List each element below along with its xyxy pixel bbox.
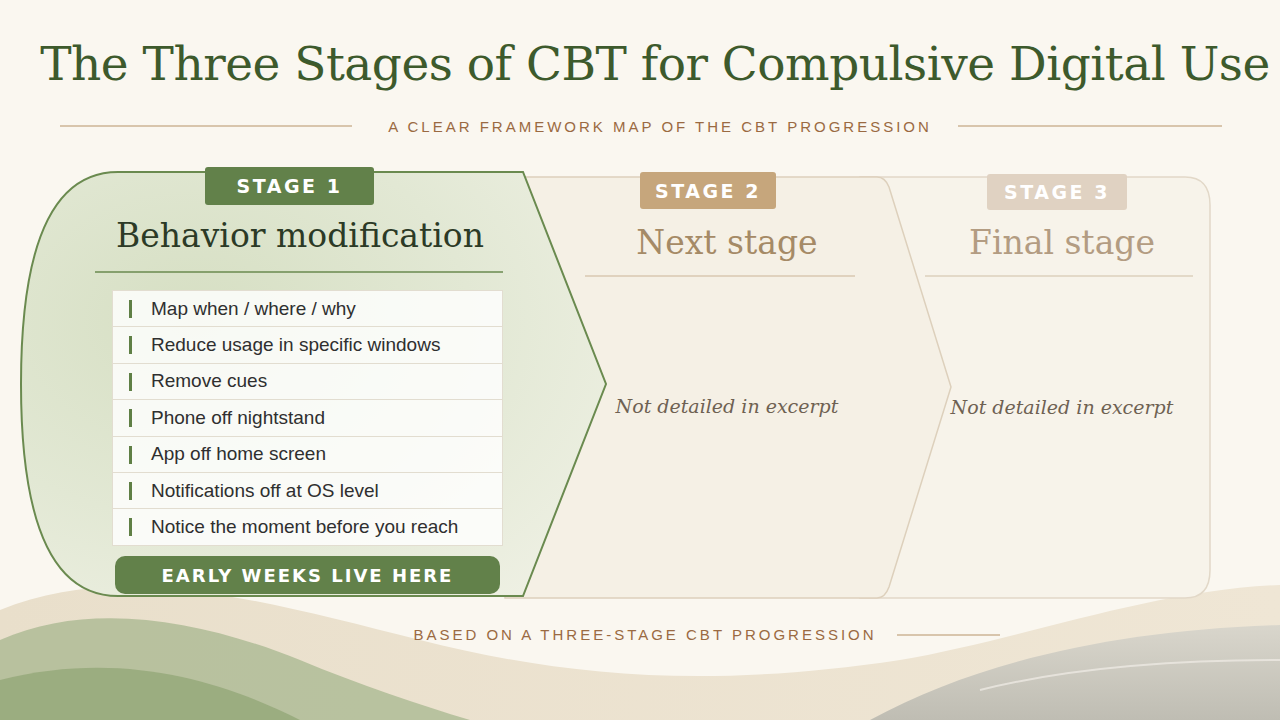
list-item: App off home screen bbox=[112, 436, 503, 473]
list-item-text: Reduce usage in specific windows bbox=[151, 334, 440, 356]
list-item-text: Map when / where / why bbox=[151, 298, 356, 320]
list-item: Notice the moment before you reach bbox=[112, 508, 503, 545]
stage-badge: STAGE 3 bbox=[987, 174, 1127, 210]
list-item: Reduce usage in specific windows bbox=[112, 326, 503, 363]
list-item-text: Notifications off at OS level bbox=[151, 480, 379, 502]
pill-text: EARLY WEEKS LIVE HERE bbox=[162, 565, 454, 586]
stage-badge: STAGE 2 bbox=[640, 172, 776, 209]
summary-pill: EARLY WEEKS LIVE HERE bbox=[115, 556, 500, 594]
subtitle: A CLEAR FRAMEWORK MAP OF THE CBT PROGRES… bbox=[340, 118, 980, 135]
list-item-text: Remove cues bbox=[151, 370, 267, 392]
list-item: Remove cues bbox=[112, 363, 503, 400]
list-item-text: Phone off nightstand bbox=[151, 407, 325, 429]
stage-heading: Final stage bbox=[892, 223, 1232, 262]
stage-note: Not detailed in excerpt bbox=[557, 395, 897, 417]
stage-badge: STAGE 1 bbox=[205, 167, 374, 205]
list-item: Notifications off at OS level bbox=[112, 472, 503, 509]
list-item: Phone off nightstand bbox=[112, 399, 503, 436]
list-item: Map when / where / why bbox=[112, 290, 503, 327]
stage-heading: Next stage bbox=[557, 223, 897, 262]
title: The Three Stages of CBT for Compulsive D… bbox=[40, 36, 1270, 91]
caption: BASED ON A THREE-STAGE CBT PROGRESSION bbox=[380, 626, 910, 643]
active-stage-chevron: STAGE 1 Behavior modificationMap when / w… bbox=[18, 168, 608, 600]
stage-heading: Behavior modification bbox=[80, 216, 520, 255]
list-item-text: Notice the moment before you reach bbox=[151, 516, 458, 538]
list-item-text: App off home screen bbox=[151, 443, 326, 465]
